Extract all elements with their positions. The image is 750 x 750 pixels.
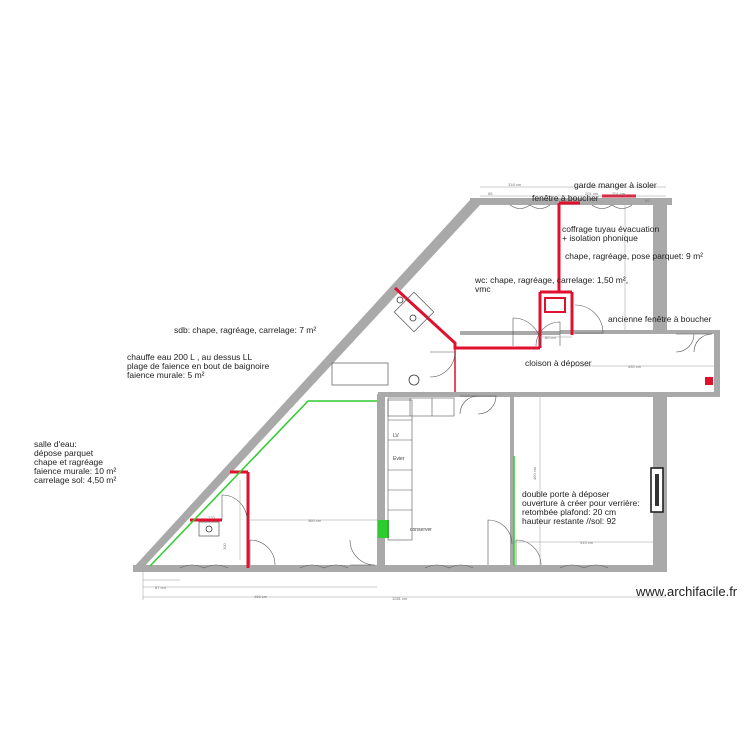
dim-bottom-total: 1281 cm xyxy=(392,596,408,601)
door-double-corridor-left xyxy=(459,395,497,415)
window-1 xyxy=(179,564,229,569)
note-chape-parquet: chape, ragréage, pose parquet: 9 m² xyxy=(565,251,703,261)
window-top-1 xyxy=(509,204,551,209)
interior-wall-left xyxy=(377,394,385,568)
door-living-left xyxy=(349,539,376,566)
sdb-sink xyxy=(393,291,435,333)
dim-top-4: 201 cm xyxy=(612,191,626,196)
note-wc-1: wc: chape, ragréage, carrelage: 1,50 m², xyxy=(474,275,628,285)
window-top-2 xyxy=(591,204,633,209)
new-elements xyxy=(149,400,515,567)
note-ancienne-fenetre: ancienne fenêtre à boucher xyxy=(608,314,712,324)
note-garde-manger: garde manger à isoler xyxy=(574,180,657,190)
sdb-sink-bowl-1 xyxy=(396,296,404,304)
note-wc-2: vmc xyxy=(475,284,491,294)
dim-couloir: 430 cm xyxy=(628,364,642,369)
note-chauffe-3: faience murale: 5 m² xyxy=(127,370,205,380)
bottom-wall xyxy=(133,565,667,572)
door-sdb xyxy=(429,351,456,378)
note-chauffe-2: plage de faience en bout de baignoire xyxy=(127,361,270,371)
washing-machine xyxy=(408,374,420,386)
dimension-lines xyxy=(142,186,714,600)
annotations: garde manger à isoler fenêtre à boucher … xyxy=(34,180,712,533)
dimension-labels: 318 cm 65 201 cm 201 cm 55 80 cm 430 cm … xyxy=(155,182,650,601)
bathtub xyxy=(331,362,389,386)
note-fenetre-boucher-top: fenêtre à boucher xyxy=(532,193,599,203)
note-salle-5: carrelage sol: 4,50 m² xyxy=(34,475,116,485)
dim-top-3: 201 cm xyxy=(585,191,599,196)
fixtures xyxy=(198,291,455,541)
note-cloison: cloison à déposer xyxy=(525,358,592,368)
radiator-inner xyxy=(655,474,659,506)
note-salle-4: faience murale: 10 m² xyxy=(34,466,116,476)
sdb-sink-bowl-2 xyxy=(409,314,417,322)
window-4 xyxy=(559,564,609,569)
kitchen-shelf xyxy=(387,397,455,417)
wc-toilet-outline xyxy=(544,297,566,313)
dim-double-h: 460 cm xyxy=(532,466,537,480)
diagonal-outer-wall xyxy=(133,200,480,568)
note-salle-3: chape et ragréage xyxy=(34,457,103,467)
interior-wall-middle xyxy=(510,394,514,566)
sdb-wall-demolish xyxy=(393,286,540,350)
dim-double-w: 315 cm xyxy=(580,540,594,545)
note-double-4: hauteur restante //sol: 92 xyxy=(522,516,616,526)
dim-bottom-small: 67 cm xyxy=(155,585,167,590)
door-wc xyxy=(512,317,542,347)
note-double-3: retombée plafond: 20 cm xyxy=(522,507,616,517)
door-wc-inner xyxy=(535,321,561,347)
window-2 xyxy=(299,564,349,569)
doors xyxy=(221,304,713,566)
door-bedroom xyxy=(515,539,542,566)
salle-green-wall xyxy=(149,400,377,567)
window-3 xyxy=(424,564,474,569)
windows xyxy=(179,204,633,569)
note-conserver: conserver xyxy=(410,527,432,533)
note-coffrage-2: + isolation phonique xyxy=(562,233,638,243)
watermark: www.archifacile.fr xyxy=(635,584,738,599)
note-evier: Evier xyxy=(393,456,405,462)
dim-small-b: 100 xyxy=(222,543,227,550)
dim-top-5: 55 xyxy=(645,198,650,203)
dim-bottom-left: 466 cm xyxy=(254,594,268,599)
corridor-right-wall xyxy=(714,330,720,393)
note-coffrage-1: coffrage tuyau évacuation xyxy=(562,224,659,234)
door-right-room xyxy=(574,304,604,334)
note-salle-2: dépose parquet xyxy=(34,448,94,458)
dim-top-2: 65 xyxy=(488,191,493,196)
corridor-red-square xyxy=(705,377,713,385)
dim-wc: 80 cm xyxy=(545,335,557,340)
corridor-top-wall xyxy=(560,330,720,334)
door-kitchen xyxy=(487,519,513,565)
salle-sink xyxy=(198,521,220,537)
note-sdb: sdb: chape, ragréage, carrelage: 7 m² xyxy=(174,325,316,335)
right-upper-wall xyxy=(653,198,667,333)
salle-sink-bowl xyxy=(205,525,213,533)
note-double-2: ouverture à créer pour verrière: xyxy=(522,498,640,508)
door-corridor-right xyxy=(675,333,713,353)
dim-top-1: 318 cm xyxy=(508,182,522,187)
note-chauffe-1: chauffe eau 200 L , au dessus LL xyxy=(127,352,253,362)
door-salle-top xyxy=(221,494,248,521)
note-lv: LV xyxy=(393,433,399,439)
dim-salle-w: 360 cm xyxy=(308,518,322,523)
corridor-bottom-wall xyxy=(378,392,720,397)
green-block xyxy=(378,520,389,538)
note-salle-1: salle d'eau: xyxy=(34,439,77,449)
wc-wall-stub xyxy=(460,331,560,335)
dim-small-a: 120 xyxy=(208,515,215,520)
note-double-1: double porte à déposer xyxy=(522,489,610,499)
door-salle xyxy=(249,539,276,566)
